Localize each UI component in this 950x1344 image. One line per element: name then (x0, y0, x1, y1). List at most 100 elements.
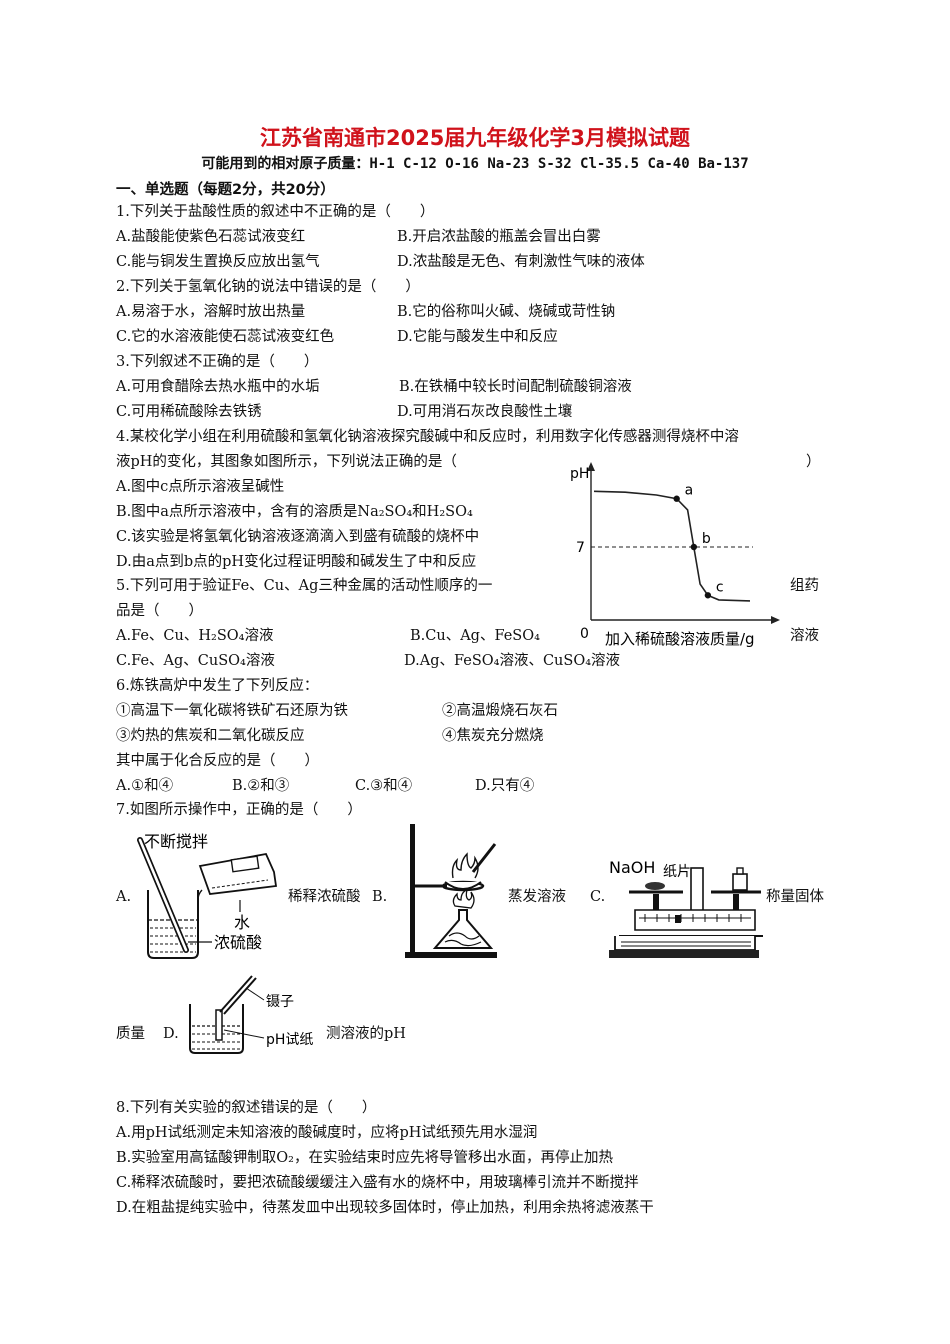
q6-option-c: C.③和④ (355, 778, 413, 794)
steam (451, 852, 479, 879)
q6-option-a: A.①和④ (116, 778, 174, 794)
ph-paper-label: pH试纸 (266, 1032, 313, 1048)
q2-option-c: C.它的水溶液能使石蕊试液变红色 (116, 329, 335, 345)
ph-series-line (593, 490, 751, 602)
q1-option-c: C.能与铜发生置换反应放出氢气 (116, 254, 320, 270)
origin-label: 0 (580, 626, 589, 642)
beaker-outline (189, 1004, 244, 1054)
q7-option-c-letter: C. (590, 889, 606, 905)
q6-stem: 6.炼铁高炉中发生了下列反应： (116, 678, 319, 694)
q6-reaction-2: ②高温煅烧石灰石 (442, 703, 558, 719)
paper-label: 纸片 (663, 864, 691, 880)
q7-option-d-letter: D. (163, 1026, 179, 1042)
y-axis-label: pH (570, 466, 589, 482)
q5-option-b-end: 溶液 (790, 628, 819, 644)
acid-label: 浓硫酸 (214, 933, 262, 952)
ph-paper-strip (215, 1009, 223, 1041)
q6-reaction-4: ④焦炭充分燃烧 (442, 728, 544, 744)
q3-option-b: B.在铁桶中较长时间配制硫酸铜溶液 (399, 379, 632, 395)
q7-option-a-letter: A. (116, 889, 132, 905)
q6-reaction-1: ①高温下一氧化碳将铁矿石还原为铁 (116, 703, 348, 719)
q8-option-b: B.实验室用高锰酸钾制取O₂，在实验结束时应先将导管移出水面，再停止加热 (116, 1150, 613, 1166)
q1-stem: 1.下列关于盐酸性质的叙述中不正确的是（ ） (116, 204, 435, 220)
q7-option-c-continued: 质量 (116, 1026, 145, 1042)
q4-stem-line2: 液pH的变化，其图象如图所示，下列说法正确的是（ (116, 454, 457, 470)
q6-ask: 其中属于化合反应的是（ ） (116, 753, 319, 769)
point-label-c: c (716, 579, 724, 595)
pointer-column (690, 867, 704, 913)
q5-option-c: C.Fe、Ag、CuSO₄溶液 (116, 653, 275, 669)
q5-stem-line1: 5.下列可用于验证Fe、Cu、Ag三种金属的活动性顺序的一 (116, 578, 493, 594)
q5-option-d: D.Ag、FeSO₄溶液、CuSO₄溶液 (404, 653, 621, 669)
tweezers-arm (219, 975, 253, 1013)
point-b (690, 543, 698, 551)
balance-base (614, 936, 756, 951)
stand-rod (410, 824, 415, 954)
q4-stem-close: ） (806, 454, 821, 470)
point-c (704, 592, 712, 599)
q5-stem-line2: 品是（ ） (116, 603, 203, 619)
beaker-outline (147, 890, 199, 959)
q5-option-b: B.Cu、Ag、FeSO₄ (410, 628, 540, 644)
naoh-solid (645, 882, 665, 890)
stirring-rod (471, 843, 497, 873)
stir-label: 不断搅拌 (144, 832, 208, 851)
q4-option-d: D.由a点到b点的pH变化过程证明酸和碱发生了中和反应 (116, 554, 477, 570)
stand-base (405, 952, 497, 958)
q6-option-b: B.②和③ (232, 778, 290, 794)
q3-option-a: A.可用食醋除去热水瓶中的水垢 (116, 379, 320, 395)
q7-option-d-text: 测溶液的pH (326, 1026, 406, 1042)
point-a (673, 495, 680, 502)
q2-option-a: A.易溶于水，溶解时放出热量 (116, 304, 306, 320)
q3-option-c: C.可用稀硫酸除去铁锈 (116, 404, 262, 420)
y-axis-arrow (587, 462, 595, 471)
q4-option-b: B.图中a点所示溶液中，含有的溶质是Na₂SO₄和H₂SO₄ (116, 504, 473, 520)
point-label-b: b (702, 531, 711, 547)
balance-body (634, 909, 756, 931)
flask-label (230, 855, 260, 873)
q4-option-a: A.图中c点所示溶液呈碱性 (116, 479, 285, 495)
q7-option-c-text: 称量固体 (766, 889, 824, 905)
q4-option-c: C.该实验是将氢氧化钠溶液逐滴滴入到盛有硫酸的烧杯中 (116, 529, 480, 545)
figure-a-dilution: 不断搅拌 水 浓硫酸 (137, 832, 278, 959)
q2-stem: 2.下列关于氢氧化钠的说法中错误的是（ ） (116, 279, 420, 295)
q8-option-c: C.稀释浓硫酸时，要把浓硫酸缓缓注入盛有水的烧杯中，用玻璃棒引流并不断搅拌 (116, 1175, 639, 1191)
q7-option-b-text: 蒸发溶液 (508, 889, 566, 905)
water-label: 水 (234, 913, 250, 932)
point-label-a: a (685, 483, 694, 499)
q7-option-a-text: 稀释浓硫酸 (288, 889, 361, 905)
q6-option-d: D.只有④ (475, 778, 535, 794)
ph-chart: pH 0 加入稀硫酸溶液质量/g 7 abc (570, 462, 780, 648)
q5-option-a: A.Fe、Cu、H₂SO₄溶液 (116, 628, 274, 644)
q3-stem: 3.下列叙述不正确的是（ ） (116, 354, 319, 370)
figure-c-balance: NaOH 纸片 (609, 858, 763, 958)
q8-option-a: A.用pH试纸测定未知溶液的酸碱度时，应将pH试纸预先用水湿润 (116, 1125, 538, 1141)
evaporating-dish (444, 881, 482, 890)
q1-option-a: A.盐酸能使紫色石蕊试液变红 (116, 229, 306, 245)
q3-option-d: D.可用消石灰改良酸性土壤 (397, 404, 573, 420)
rider (675, 915, 681, 923)
q2-option-b: B.它的俗称叫火碱、烧碱或苛性钠 (397, 304, 616, 320)
q7-stem: 7.如图所示操作中，正确的是（ ） (116, 802, 362, 818)
q1-option-b: B.开启浓盐酸的瓶盖会冒出白雾 (397, 229, 601, 245)
weight (732, 873, 748, 891)
q7-option-b-letter: B. (372, 889, 388, 905)
q5-stem-line1-end: 组药 (790, 578, 819, 594)
naoh-label: NaOH (609, 858, 655, 877)
alcohol-lamp (432, 909, 494, 949)
flame (452, 889, 475, 909)
tweezers-label: 镊子 (266, 994, 294, 1010)
x-axis-label: 加入稀硫酸溶液质量/g (605, 630, 755, 648)
section-heading: 一、单选题（每题2分，共20分） (116, 182, 335, 198)
atomic-masses: 可能用到的相对原子质量：H-1 C-12 O-16 Na-23 S-32 Cl-… (201, 156, 749, 172)
page-title: 江苏省南通市2025届九年级化学3月模拟试题 (259, 126, 691, 150)
acid-hatch (150, 927, 196, 953)
x-axis-arrow (771, 616, 780, 624)
q1-option-d: D.浓盐酸是无色、有刺激性气味的液体 (397, 254, 645, 270)
figure-b-evaporation (405, 824, 497, 958)
q8-stem: 8.下列有关实验的叙述错误的是（ ） (116, 1100, 377, 1116)
figure-d-ph-test: 镊子 pH试纸 (189, 975, 313, 1054)
q2-option-d: D.它能与酸发生中和反应 (397, 329, 558, 345)
q6-reaction-3: ③灼热的焦炭和二氧化碳反应 (116, 728, 305, 744)
q4-stem-line1: 4.某校化学小组在利用硫酸和氢氧化钠溶液探究酸碱中和反应时，利用数字化传感器测得… (116, 429, 739, 445)
